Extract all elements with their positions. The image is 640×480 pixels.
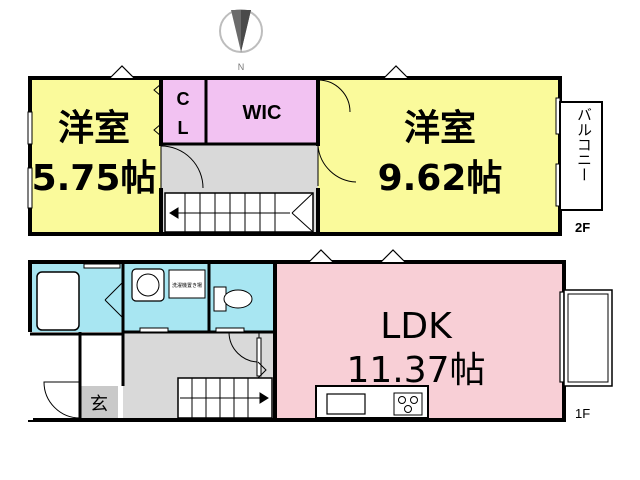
ldk-size: 11.37帖 [346,350,485,391]
ldk-name: LDK [380,306,453,347]
burner-icon [404,405,412,413]
deck-inner [567,293,609,383]
western-room-right-name: 洋室 [404,108,476,149]
closet [161,80,206,144]
washer-space-label: 洗濯機置き場 [172,282,202,289]
bathtub [36,271,80,331]
doors-1f [43,263,267,419]
floor-2f: バルコニー 洋室 5.75帖 洋室 9.62帖 C L WIC 2F [27,65,603,236]
closet-label-top: C [177,89,190,109]
floor-1f: 洗濯機置き場 [27,249,613,422]
doors-2f [153,79,357,189]
closet-label-bottom: L [178,118,189,138]
western-room-left [31,80,161,232]
western-room-right-size: 9.62帖 [378,158,503,199]
floor-1f-tag: 1F [575,406,590,421]
compass-needle-shade-icon [241,10,251,52]
stove [393,392,423,416]
compass-north-label: N [238,62,245,72]
entrance-label: 玄 [90,394,108,415]
western-room-left-name: 洋室 [58,108,130,149]
toilet-bowl-icon [223,289,253,309]
floor-2f-tag: 2F [575,220,590,235]
sink [326,393,366,415]
washer-space [168,269,206,299]
wic-label: WIC [243,102,282,124]
burner-icon [410,396,418,404]
western-room-left-size: 5.75帖 [32,158,157,199]
balcony [559,101,603,211]
bath-door [104,281,124,319]
windows-2f [27,97,561,209]
window-marks-2f [109,65,409,79]
western-room-right [318,80,558,232]
washbasin-bowl [136,273,160,297]
kitchen-counter [315,385,429,419]
walk-in-closet [206,80,318,144]
upper-stairs [169,192,314,233]
entrance-floor [80,386,118,418]
lower-stairs [177,377,273,419]
balcony-label: バルコニー [575,107,593,182]
compass: N [219,9,263,72]
burner-icon [398,396,406,404]
deck [563,289,613,387]
